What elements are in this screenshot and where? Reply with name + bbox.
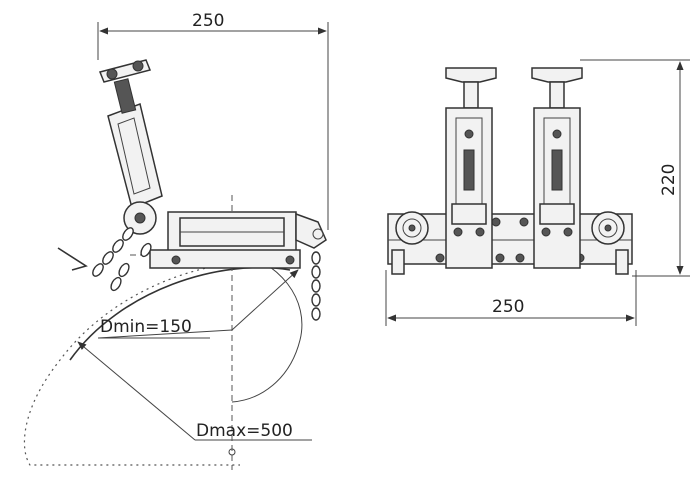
right-view: 220 250 <box>385 59 690 326</box>
carriage-body <box>149 211 327 269</box>
base-plate <box>387 213 633 275</box>
torch-holder-left <box>445 67 497 269</box>
diameter-leaders: Dmin=150 Dmax=500 <box>77 269 312 441</box>
chain-sprocket <box>57 201 321 321</box>
right-height-dimension: 220 <box>580 59 690 277</box>
chain-links <box>92 227 321 321</box>
dmax-label: Dmax=500 <box>196 421 293 441</box>
dmin-label: Dmin=150 <box>100 317 192 337</box>
left-width-dimension: 250 <box>97 11 329 230</box>
left-view: 250 Dmin=150 Dmax=500 <box>23 11 329 470</box>
torch-holder-right <box>531 67 583 269</box>
left-width-label: 250 <box>192 11 224 31</box>
side-knob-right <box>591 211 625 245</box>
right-width-dimension: 250 <box>385 270 637 326</box>
right-width-label: 250 <box>492 297 524 317</box>
right-height-label: 220 <box>659 164 679 196</box>
adjuster-arm <box>98 59 163 210</box>
side-knob-left <box>395 211 429 245</box>
